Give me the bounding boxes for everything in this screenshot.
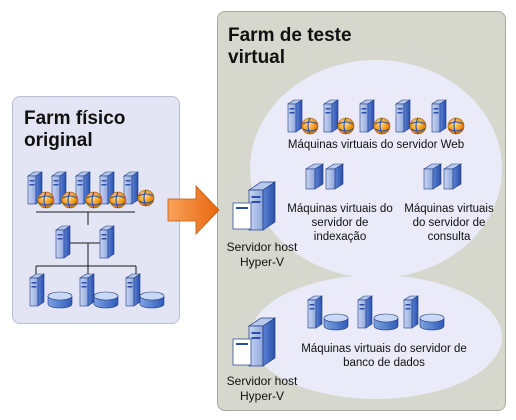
database-icon bbox=[139, 291, 165, 309]
server-icon bbox=[248, 181, 276, 231]
database-icon bbox=[419, 313, 445, 331]
server-icon bbox=[99, 225, 115, 259]
host2-label-line1: Servidor host bbox=[226, 374, 298, 388]
server-icon bbox=[287, 99, 303, 133]
server-icon bbox=[325, 163, 344, 190]
globe-icon bbox=[109, 191, 127, 209]
physical-farm-title: Farm físico original bbox=[24, 108, 125, 152]
server-icon bbox=[79, 273, 95, 307]
server-icon bbox=[305, 163, 324, 190]
db-label-line1: Máquinas virtuais do servidor de bbox=[301, 343, 467, 355]
hyperv-host-2-icon bbox=[232, 317, 276, 367]
server-icon bbox=[395, 99, 411, 133]
server-icon bbox=[359, 99, 375, 133]
query-label-line3: consulta bbox=[427, 231, 471, 243]
globe-icon bbox=[409, 117, 427, 135]
server-icon bbox=[357, 295, 373, 329]
physical-farm-title-line1: Farm físico bbox=[24, 108, 126, 129]
index-label-line1: Máquinas virtuais do bbox=[287, 203, 393, 215]
host1-label-line1: Servidor host bbox=[226, 240, 298, 254]
server-icon bbox=[403, 295, 419, 329]
globe-icon bbox=[373, 117, 391, 135]
lower-vm-group-ellipse bbox=[250, 275, 502, 399]
virtual-database-servers bbox=[307, 295, 445, 331]
hyperv-host-1-icon bbox=[232, 181, 276, 231]
globe-icon bbox=[85, 191, 103, 209]
index-servers-label: Máquinas virtuais do servidor de indexaç… bbox=[282, 202, 398, 244]
server-icon bbox=[323, 99, 339, 133]
hyperv-host-2-label: Servidor host Hyper-V bbox=[218, 374, 306, 404]
server-icon bbox=[29, 273, 45, 307]
hyperv-host-1-label: Servidor host Hyper-V bbox=[218, 240, 306, 270]
physical-network-lines bbox=[35, 211, 137, 276]
physical-middle-servers bbox=[55, 225, 115, 259]
server-icon bbox=[248, 317, 276, 367]
globe-icon bbox=[337, 117, 355, 135]
server-icon bbox=[443, 163, 462, 190]
physical-web-servers bbox=[27, 171, 155, 209]
virtual-farm-title-line2: virtual bbox=[228, 47, 286, 68]
virtual-farm-title-line1: Farm de teste bbox=[228, 25, 352, 46]
server-icon bbox=[307, 295, 323, 329]
server-icon bbox=[55, 225, 71, 259]
index-label-line3: indexação bbox=[313, 231, 367, 243]
globe-icon bbox=[447, 117, 465, 135]
database-icon bbox=[373, 313, 399, 331]
virtual-query-servers bbox=[423, 163, 462, 190]
physical-farm-title-line2: original bbox=[24, 130, 93, 151]
database-icon bbox=[93, 291, 119, 309]
globe-icon bbox=[301, 117, 319, 135]
index-label-line2: servidor de bbox=[311, 217, 369, 229]
server-icon bbox=[431, 99, 447, 133]
physical-database-servers bbox=[29, 273, 165, 309]
host2-label-line2: Hyper-V bbox=[239, 389, 284, 403]
db-label-line2: banco de dados bbox=[343, 357, 425, 369]
database-servers-label: Máquinas virtuais do servidor de banco d… bbox=[292, 342, 476, 370]
globe-icon bbox=[61, 191, 79, 209]
globe-icon bbox=[137, 189, 155, 207]
database-icon bbox=[323, 313, 349, 331]
host1-label-line2: Hyper-V bbox=[239, 255, 284, 269]
server-icon bbox=[125, 273, 141, 307]
query-label-line2: do servidor de bbox=[412, 217, 486, 229]
virtual-web-servers bbox=[287, 99, 465, 135]
virtual-farm-title: Farm de teste virtual bbox=[228, 25, 352, 69]
server-icon bbox=[423, 163, 442, 190]
web-servers-label: Máquinas virtuais do servidor Web bbox=[287, 139, 465, 151]
query-servers-label: Máquinas virtuais do servidor de consult… bbox=[396, 202, 502, 244]
globe-icon bbox=[37, 191, 55, 209]
arrow-right-icon bbox=[167, 185, 220, 235]
query-label-line1: Máquinas virtuais bbox=[404, 203, 494, 215]
virtual-index-servers bbox=[305, 163, 344, 190]
database-icon bbox=[47, 291, 73, 309]
